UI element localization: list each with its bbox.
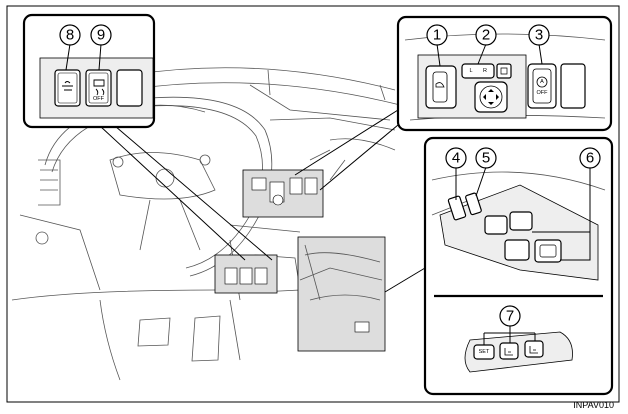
memory-switch-panel	[464, 331, 573, 373]
sensor-icon	[62, 81, 73, 91]
auto-off-label: OFF	[537, 90, 549, 96]
callout-9-circle	[90, 24, 112, 46]
callout-3: 3	[535, 27, 543, 44]
callout-8: 8	[66, 27, 74, 44]
auto-icon	[536, 76, 548, 88]
callout-2-circle	[475, 24, 497, 46]
leader-lines	[99, 109, 426, 293]
power-window-switch-fl	[484, 215, 508, 235]
window-lock-switch	[465, 192, 482, 216]
callout-1-circle	[426, 24, 448, 46]
callout-4: 4	[452, 150, 460, 167]
power-window-switch-rl	[504, 239, 530, 261]
callout-4-circle	[445, 147, 467, 169]
mirror-fold-switch	[496, 63, 512, 79]
dash-left-switch-panel	[214, 254, 278, 294]
blank-switch	[116, 69, 143, 107]
mirror-left-label: L	[469, 68, 472, 74]
callout-2: 2	[482, 27, 490, 44]
headlight-icon	[435, 82, 445, 88]
figure-code: INPAV010	[573, 400, 614, 410]
vsc-skid-icon	[93, 79, 105, 96]
memory-button-2	[524, 340, 544, 358]
mirror-fold-icon	[500, 67, 508, 75]
inset-4-5-6-7: 4 5 6 SET 7	[423, 136, 614, 396]
seat-1-icon	[504, 348, 513, 356]
callout-7: 7	[506, 308, 514, 325]
dash-center-switch-panel	[242, 169, 324, 218]
callout-7-circle	[499, 305, 521, 327]
inset-1-2-3: L R A OFF 1 2 3	[396, 15, 613, 132]
callout-5: 5	[482, 150, 490, 167]
blank-switch-right	[560, 63, 586, 109]
seat-2-icon	[529, 346, 538, 354]
callout-6-circle	[579, 147, 601, 169]
callout-8-circle	[59, 24, 81, 46]
set-button-label: SET	[479, 349, 490, 355]
callout-5-circle	[475, 147, 497, 169]
callout-1: 1	[433, 27, 441, 44]
auto-icon-glyph: A	[540, 79, 544, 85]
inset-8-9: OFF 8 9	[22, 13, 156, 129]
vsc-off-label: OFF	[93, 96, 105, 102]
door-trim-panel	[297, 236, 386, 352]
callout-3-circle	[528, 24, 550, 46]
callout-9: 9	[97, 27, 105, 44]
mirror-right-label: R	[483, 68, 487, 74]
callout-6: 6	[586, 150, 594, 167]
power-window-switch-fr	[509, 211, 533, 231]
memory-button-1	[499, 342, 519, 360]
mirror-selector	[461, 63, 495, 79]
door-lock-switch	[447, 195, 467, 221]
